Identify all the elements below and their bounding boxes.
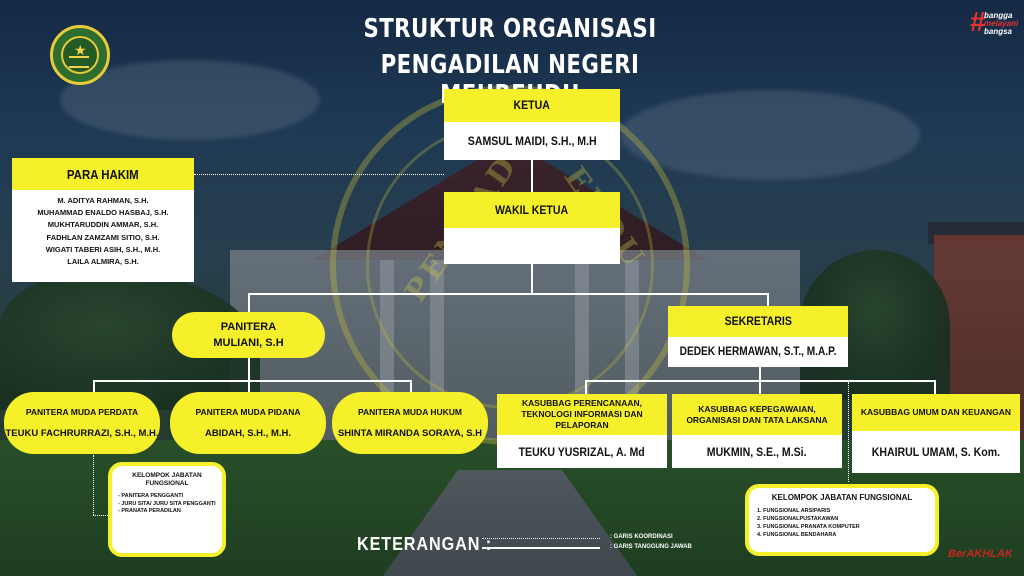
fungsional-kesekretariatan-box: KELOMPOK JABATAN FUNGSIONAL 1. FUNGSIONA… [745,484,939,556]
coordination-line [93,515,108,516]
sekretaris-label: SEKRETARIS [724,314,792,328]
list-item: - JURU SITA/ JURU SITA PENGGANTI [118,500,216,507]
hashtag-icon: # [970,6,986,37]
list-item: MUKHTARUDDIN AMMAR, S.H. [47,220,159,230]
coordination-line [93,455,94,515]
kasubbag-umum-header: KASUBBAG UMUM DAN KEUANGAN [852,394,1020,431]
connector-line [93,380,95,393]
scale-icon [69,56,89,68]
legend-responsibility-line [482,547,600,549]
coordination-line [848,382,849,482]
kasubbag-label: KASUBBAG PERENCANAAN, TEKNOLOGI INFORMAS… [521,398,643,430]
ketua-label: KETUA [513,98,551,112]
star-icon: ★ [74,42,87,58]
panitera-muda-name: TEUKU FACHRURRAZI, S.H., M.H. [5,428,159,439]
list-item: M. ADITYA RAHMAN, S.H. [57,196,149,205]
list-item: 2. FUNGSIONALPUSTAKAWAN [757,516,839,522]
sekretaris-name: DEDEK HERMAWAN, S.T., M.A.P. [679,346,837,358]
panitera-muda-label: PANITERA MUDA HUKUM [357,407,463,417]
panitera-label: PANITERA [220,321,277,333]
wakil-ketua-label: WAKIL KETUA [495,202,569,217]
kasubbag-umum-name-box: KHAIRUL UMAM, S. Kom. [852,431,1020,473]
fungsional-title: KELOMPOK JABATAN FUNGSIONAL [132,472,202,487]
connector-line [759,366,761,380]
list-item: LAILA ALMIRA, S.H. [67,257,139,267]
page-title: STRUKTUR ORGANISASI [363,14,657,44]
fungsional-title: KELOMPOK JABATAN FUNGSIONAL [771,493,913,502]
connector-line [531,160,533,192]
hashtag-line: bangsa [984,27,1013,36]
wakil-ketua-header: WAKIL KETUA [444,192,620,228]
connector-line [248,380,250,393]
list-item: - PRANATA PERADILAN [118,508,181,514]
bangga-melayani-bangsa-logo: # bangga melayani bangsa [970,6,1020,37]
kasubbag-name: MUKMIN, S.E., M.Si. [707,444,807,459]
legend-responsibility-label: : GARIS TANGGUNG JAWAB [610,544,692,550]
connector-line [767,293,769,308]
kasubbag-label: KASUBBAG KEPEGAWAIAN, ORGANISASI DAN TAT… [686,403,828,425]
connector-line [248,293,250,315]
kasubbag-perencanaan-name-box: TEUKU YUSRIZAL, A. Md [497,435,667,468]
connector-line [248,355,250,380]
list-item: 1. FUNGSIONAL ARSIPARIS [757,508,831,514]
para-hakim-label: PARA HAKIM [67,166,139,182]
kasubbag-name: KHAIRUL UMAM, S. Kom. [871,445,1001,459]
kasubbag-name: TEUKU YUSRIZAL, A. Md [518,444,646,459]
wakil-ketua-name-box [444,228,620,264]
panitera-box: PANITERA MULIANI, S.H [172,312,325,358]
cloud [620,90,920,180]
sekretaris-header: SEKRETARIS [668,306,848,337]
connector-line [759,380,761,394]
fungsional-kepaniteraan-box: KELOMPOK JABATAN FUNGSIONAL - PANITERA P… [108,462,226,557]
coordination-line [194,174,444,175]
panitera-muda-name: ABIDAH, S.H., M.H. [204,428,292,439]
kasubbag-kepegawaian-name-box: MUKMIN, S.E., M.Si. [672,435,842,468]
list-item: MUHAMMAD ENALDO HASBAJ, S.H. [37,208,169,218]
panitera-muda-hukum-box: PANITERA MUDA HUKUM SHINTA MIRANDA SORAY… [332,392,488,454]
berakhlak-text: BerAKHLAK [948,548,1013,560]
para-hakim-list: M. ADITYA RAHMAN, S.H. MUHAMMAD ENALDO H… [12,190,194,282]
kasubbag-kepegawaian-header: KASUBBAG KEPEGAWAIAN, ORGANISASI DAN TAT… [672,394,842,435]
connector-line [585,380,587,394]
fungsional-list: - PANITERA PENGGANTI - JURU SITA/ JURU S… [118,493,216,516]
connector-line [248,293,768,295]
legend-coordination-label: : GARIS KOORDINASI [610,534,673,540]
list-item: 3. FUNGSIONAL PRANATA KOMPUTER [757,524,860,530]
connector-line [410,380,412,393]
ketua-name: SAMSUL MAIDI, S.H., M.H [467,134,597,148]
panitera-muda-name: SHINTA MIRANDA SORAYA, S.H [337,428,483,439]
panitera-name: MULIANI, S.H [213,337,284,349]
fungsional-list: 1. FUNGSIONAL ARSIPARIS 2. FUNGSIONALPUS… [757,507,927,539]
panitera-muda-perdata-box: PANITERA MUDA PERDATA TEUKU FACHRURRAZI,… [4,392,160,454]
kasubbag-label: KASUBBAG UMUM DAN KEUANGAN [860,407,1012,417]
list-item: FADHLAN ZAMZAMI SITIO, S.H. [46,232,160,242]
list-item: WIGATI TABERI ASIH, S.H., M.H. [45,244,161,254]
kasubbag-perencanaan-header: KASUBBAG PERENCANAAN, TEKNOLOGI INFORMAS… [497,394,667,435]
list-item: 4. FUNGSIONAL BENDAHARA [757,532,837,538]
court-logo: ★ [50,25,110,85]
connector-line [531,262,533,294]
sekretaris-name-box: DEDEK HERMAWAN, S.T., M.A.P. [668,337,848,367]
panitera-muda-label: PANITERA MUDA PERDATA [25,407,139,417]
connector-line [934,380,936,394]
list-item: - PANITERA PENGGANTI [118,493,184,499]
ketua-name-box: SAMSUL MAIDI, S.H., M.H [444,122,620,160]
legend-title: KETERANGAN : [357,534,492,554]
hashtag-line: melayani [984,19,1019,28]
panitera-muda-pidana-box: PANITERA MUDA PIDANA ABIDAH, S.H., M.H. [170,392,326,454]
ketua-header: KETUA [444,89,620,122]
legend-coordination-line [482,538,600,539]
connector-line [93,380,411,382]
hashtag-line: bangga [984,11,1013,20]
panitera-muda-label: PANITERA MUDA PIDANA [195,407,301,417]
para-hakim-header: PARA HAKIM [12,158,194,190]
berakhlak-logo: BerAKHLAK [948,548,1013,560]
